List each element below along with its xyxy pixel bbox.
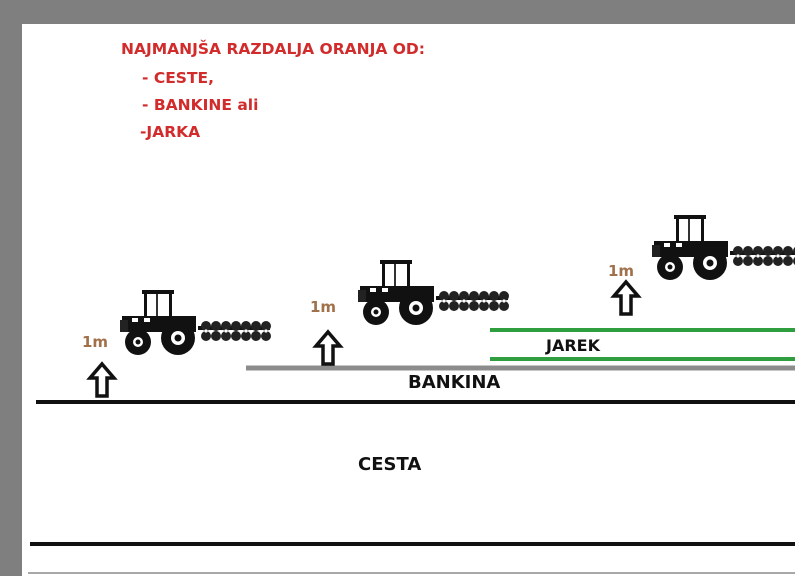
- distance-label-road: 1m: [82, 333, 109, 351]
- ditch-label: JAREK: [546, 336, 600, 355]
- distance-label-shoulder: 1m: [310, 298, 337, 316]
- up-arrow-icon: [314, 330, 342, 366]
- heading-item-ditch: -JARKA: [140, 123, 201, 141]
- heading-item-road: - CESTE,: [142, 69, 215, 87]
- road-label: CESTA: [358, 454, 422, 475]
- distance-label-ditch: 1m: [608, 262, 635, 280]
- diagram-canvas: NAJMANJŠA RAZDALJA ORANJA OD: - CESTE, -…: [22, 24, 795, 576]
- diagram-lines: [28, 215, 795, 574]
- diagram-heading: NAJMANJŠA RAZDALJA ORANJA OD:: [121, 40, 425, 58]
- tractor-with-plough-icon: [652, 215, 795, 280]
- up-arrow-icon: [88, 362, 116, 398]
- up-arrow-icon: [612, 280, 640, 316]
- shoulder-label: BANKINA: [408, 372, 501, 393]
- window-frame-top: [0, 0, 795, 24]
- tractor-with-plough-icon: [120, 290, 271, 355]
- heading-item-shoulder: - BANKINE ali: [142, 96, 259, 114]
- tractor-with-plough-icon: [358, 260, 509, 325]
- window-frame-left: [0, 0, 22, 576]
